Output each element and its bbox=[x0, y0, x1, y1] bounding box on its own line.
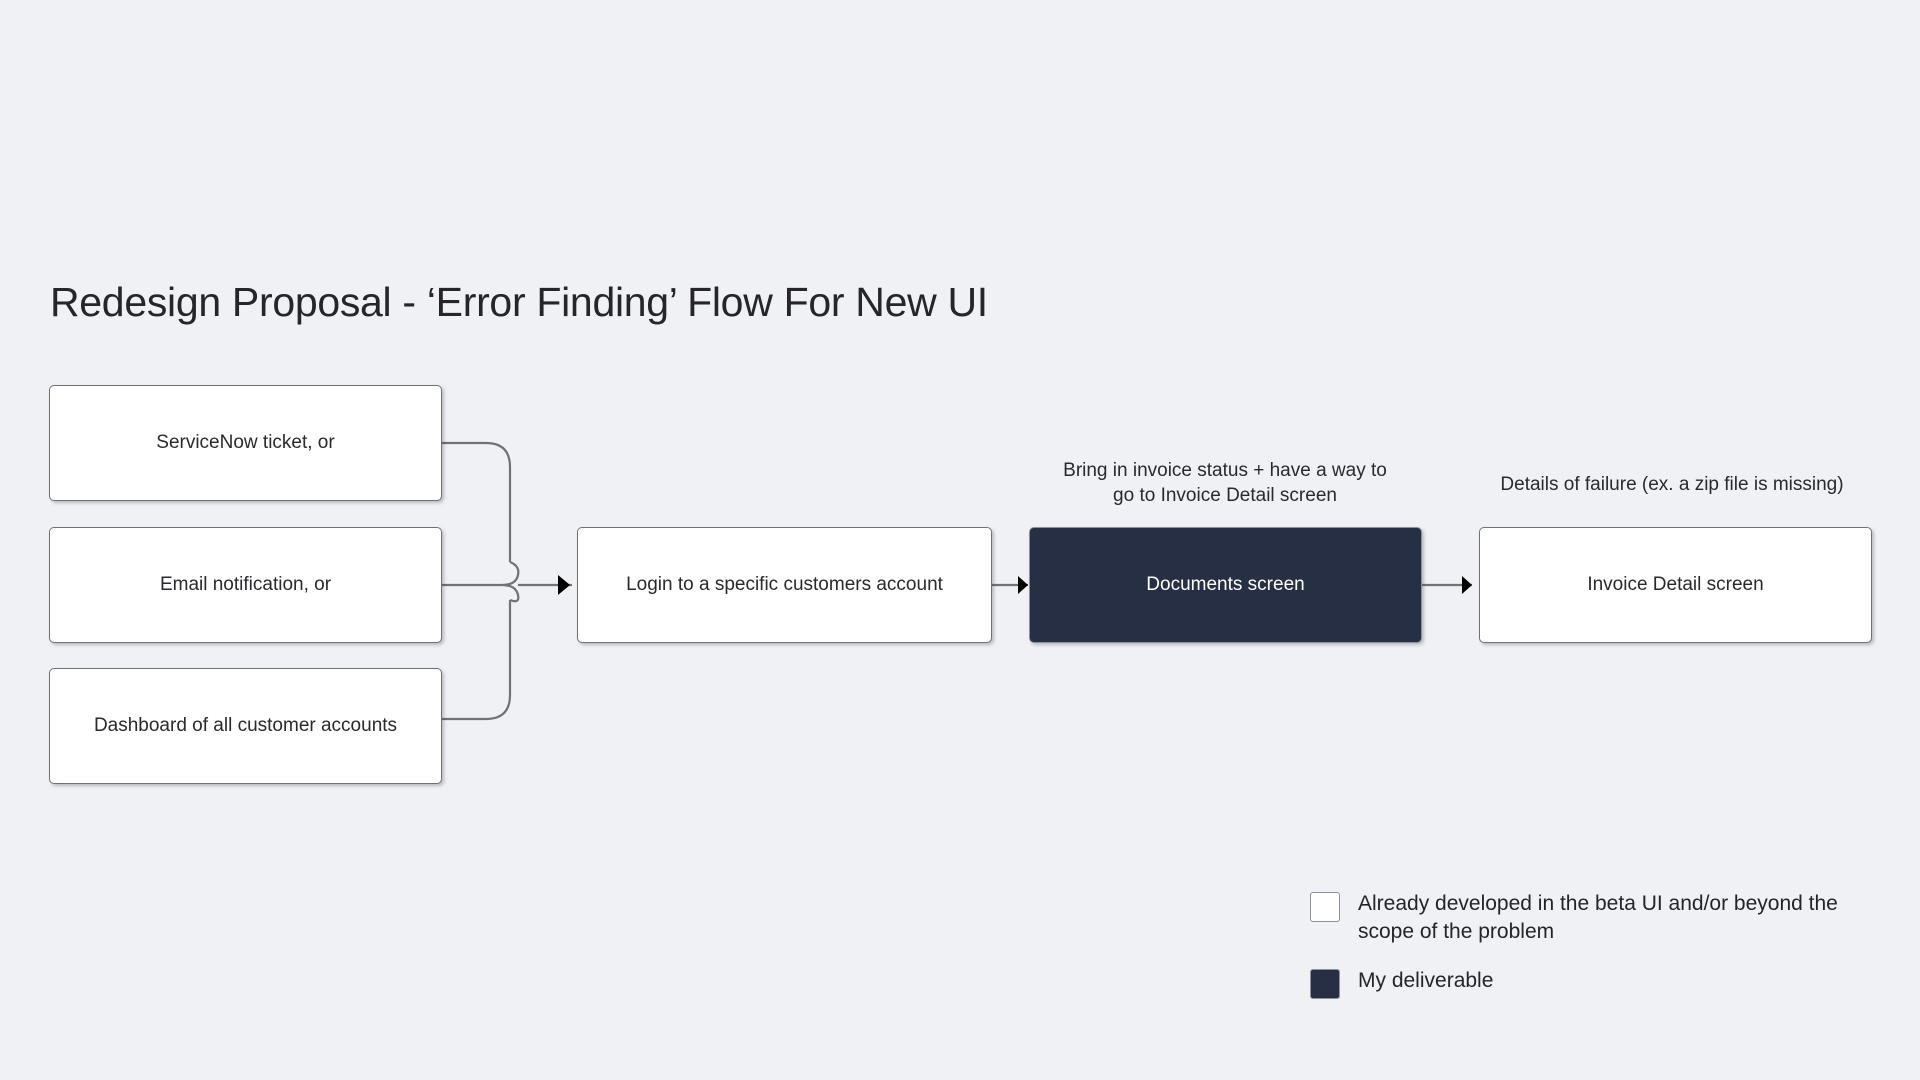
node-invoice-detail-screen[interactable]: Invoice Detail screen bbox=[1479, 527, 1872, 643]
node-label: Invoice Detail screen bbox=[1587, 573, 1764, 595]
caption-line-2: go to Invoice Detail screen bbox=[1113, 485, 1337, 507]
arrowhead-into-documents bbox=[1018, 576, 1028, 594]
node-label: Dashboard of all customer accounts bbox=[93, 714, 398, 736]
legend-item-my-deliverable: My deliverable bbox=[1310, 967, 1890, 1000]
legend: Already developed in the beta UI and/or … bbox=[1310, 890, 1890, 1000]
node-label: ServiceNow ticket, or bbox=[156, 431, 335, 453]
node-label: Email notification, or bbox=[159, 573, 332, 595]
edge-servicenow-to-login bbox=[442, 441, 512, 562]
node-dashboard-accounts[interactable]: Dashboard of all customer accounts bbox=[49, 668, 442, 784]
node-documents-screen[interactable]: Documents screen bbox=[1029, 527, 1422, 643]
legend-label: My deliverable bbox=[1358, 969, 1494, 993]
legend-item-already-developed: Already developed in the beta UI and/or … bbox=[1310, 890, 1890, 945]
arrowhead-into-invoice bbox=[1462, 576, 1472, 594]
node-servicenow-ticket[interactable]: ServiceNow ticket, or bbox=[49, 385, 442, 501]
legend-label: Already developed in the beta UI and/or … bbox=[1358, 892, 1838, 943]
caption-documents-screen: Bring in invoice status + have a way to … bbox=[1029, 458, 1421, 509]
page-title: Redesign Proposal - ‘Error Finding’ Flow… bbox=[50, 279, 988, 325]
caption-invoice-detail: Details of failure (ex. a zip file is mi… bbox=[1472, 472, 1872, 497]
edge-merge-junction bbox=[501, 560, 520, 603]
caption-line-1: Details of failure (ex. a zip file is mi… bbox=[1500, 474, 1844, 495]
node-label: Login to a specific customers account bbox=[626, 573, 943, 595]
legend-swatch-light bbox=[1310, 892, 1340, 922]
legend-swatch-dark bbox=[1310, 969, 1340, 1000]
node-email-notification[interactable]: Email notification, or bbox=[49, 527, 442, 643]
arrowhead-into-login bbox=[558, 575, 570, 595]
edge-dashboard-to-login bbox=[442, 600, 512, 721]
caption-line-1: Bring in invoice status + have a way to bbox=[1063, 460, 1387, 481]
node-login-customer-account[interactable]: Login to a specific customers account bbox=[577, 527, 992, 643]
node-label: Documents screen bbox=[1146, 573, 1305, 595]
